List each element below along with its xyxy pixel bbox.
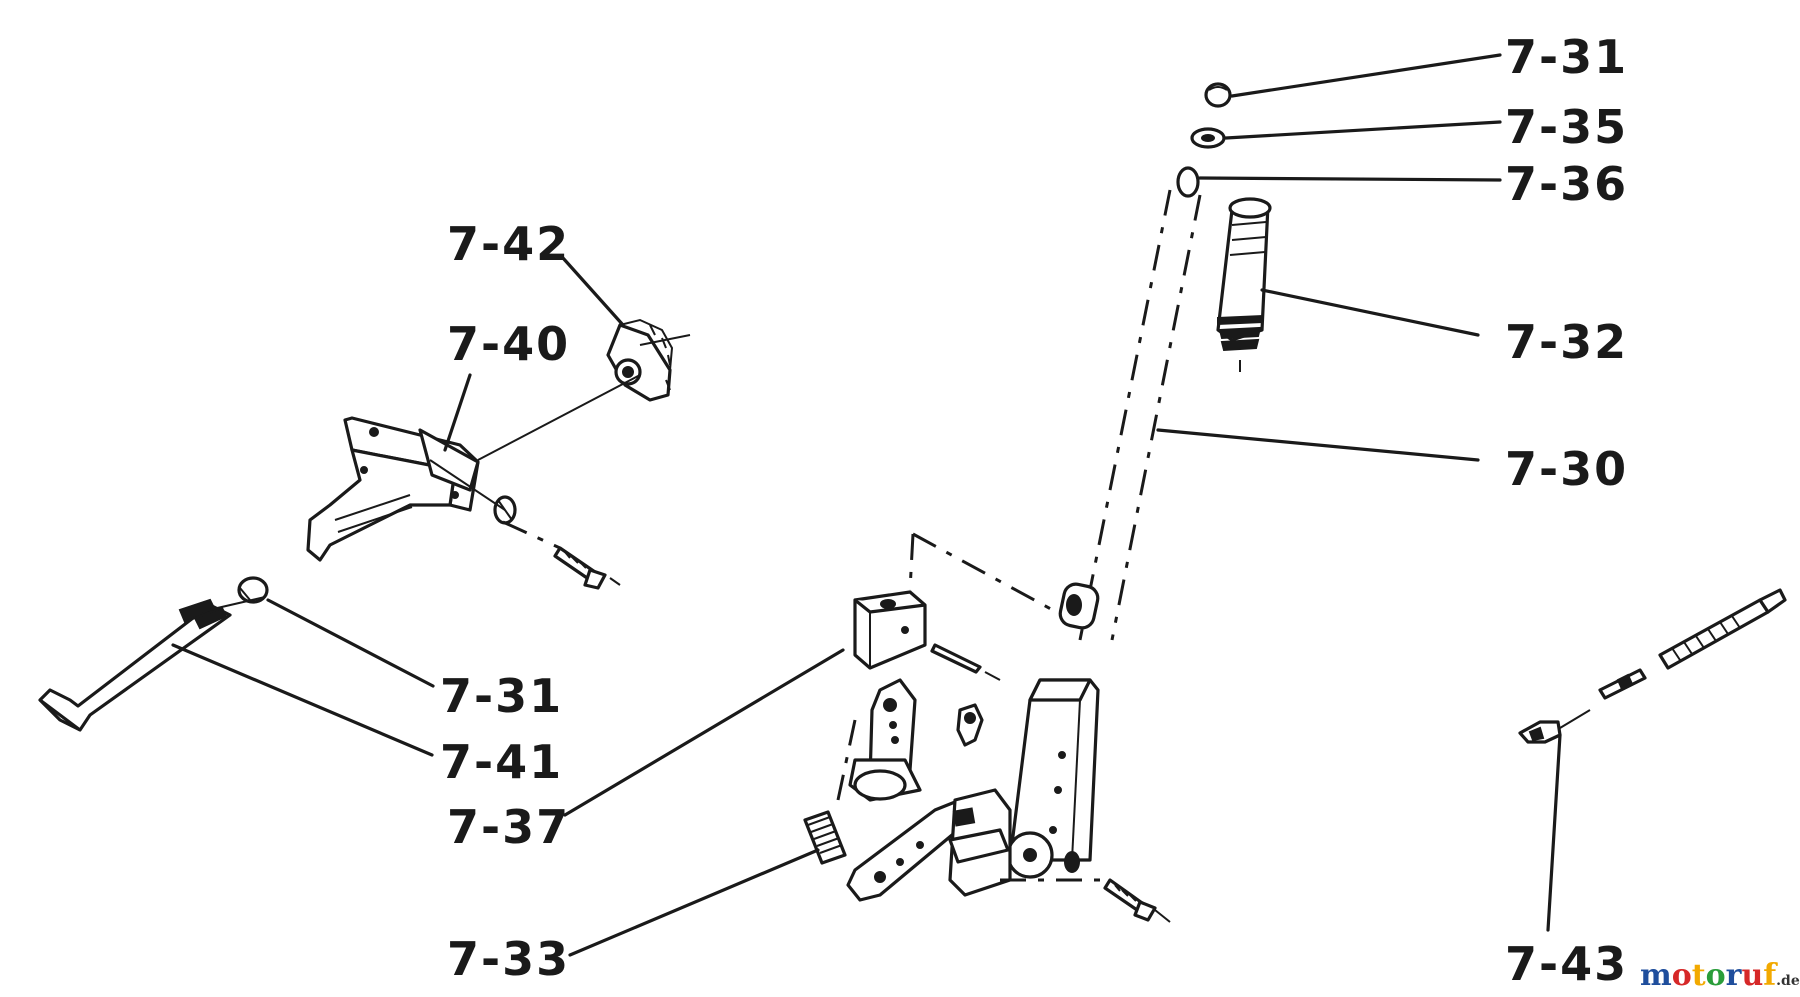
part-labels: 7-31 7-35 7-36 7-32 7-30 7-42 7-40 7-31 … [440, 30, 1628, 991]
label-7-33: 7-33 [447, 932, 570, 986]
label-7-31-top: 7-31 [1505, 30, 1628, 84]
lever-shaft [1006, 166, 1202, 879]
label-7-42: 7-42 [447, 217, 570, 271]
watermark-suffix: .de [1776, 973, 1800, 989]
label-7-43: 7-43 [1505, 937, 1628, 991]
spring-7-33 [803, 810, 847, 865]
watermark-text: motoruf [1640, 958, 1778, 993]
clip [956, 703, 984, 747]
bolt-bracket [553, 546, 607, 590]
watermark-letter: m [1640, 958, 1672, 993]
bolt-lever [1103, 878, 1157, 922]
block-7-37 [853, 590, 927, 670]
washer-lever [1064, 851, 1080, 873]
leader-lines [171, 53, 1562, 957]
watermark-letter: u [1741, 958, 1763, 993]
watermark-letter: t [1692, 958, 1706, 993]
svg-text:motoruf.de: motoruf.de [1640, 958, 1800, 993]
label-7-41: 7-41 [440, 735, 563, 789]
handle-grip-7-32 [1216, 197, 1272, 372]
link-arm [848, 678, 922, 802]
label-7-37: 7-37 [447, 800, 570, 854]
watermark-letter: o [1672, 958, 1692, 993]
knob-7-42 [606, 318, 674, 402]
assembly-lines [199, 334, 1171, 923]
watermark-letter: f [1763, 958, 1778, 993]
label-7-30: 7-30 [1505, 442, 1628, 496]
label-7-40: 7-40 [447, 317, 570, 371]
pin-block [930, 643, 982, 674]
label-7-31-left: 7-31 [440, 669, 563, 723]
rod-7-41 [38, 598, 232, 732]
ball-7-31-top [1204, 82, 1232, 108]
label-7-35: 7-35 [1505, 100, 1628, 154]
washer-7-35 [1190, 127, 1226, 149]
bracket-7-40 [306, 416, 480, 562]
watermark: motoruf.de [1640, 958, 1800, 993]
watermark-letter: o [1706, 958, 1726, 993]
pin-assembly-7-43 [1518, 588, 1787, 744]
pivot-block [948, 788, 1012, 897]
sleeve-7-31-left [237, 576, 269, 604]
label-7-32: 7-32 [1505, 315, 1628, 369]
watermark-letter: r [1726, 958, 1743, 993]
label-7-36: 7-36 [1505, 157, 1628, 211]
